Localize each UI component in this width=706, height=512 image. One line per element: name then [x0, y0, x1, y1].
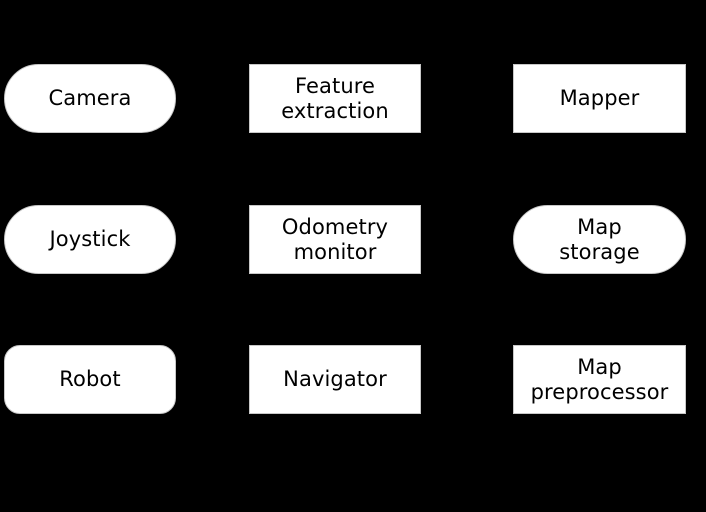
- node-label: Mapper: [559, 86, 640, 111]
- node-feature-extraction[interactable]: Feature extraction: [249, 64, 421, 133]
- node-map-preprocessor[interactable]: Map preprocessor: [513, 345, 686, 414]
- node-joystick[interactable]: Joystick: [4, 205, 176, 274]
- node-label: Odometry monitor: [281, 215, 389, 264]
- node-map-storage[interactable]: Map storage: [513, 205, 686, 274]
- node-label: Navigator: [283, 367, 387, 392]
- node-label: Camera: [48, 86, 132, 111]
- node-label: Map preprocessor: [530, 355, 669, 404]
- node-navigator[interactable]: Navigator: [249, 345, 421, 414]
- node-label: Map storage: [559, 215, 640, 264]
- node-label: Joystick: [49, 227, 131, 252]
- node-odometry-monitor[interactable]: Odometry monitor: [249, 205, 421, 274]
- node-mapper[interactable]: Mapper: [513, 64, 686, 133]
- node-camera[interactable]: Camera: [4, 64, 176, 133]
- node-label: Robot: [59, 367, 121, 392]
- node-label: Feature extraction: [281, 74, 389, 123]
- node-robot[interactable]: Robot: [4, 345, 176, 414]
